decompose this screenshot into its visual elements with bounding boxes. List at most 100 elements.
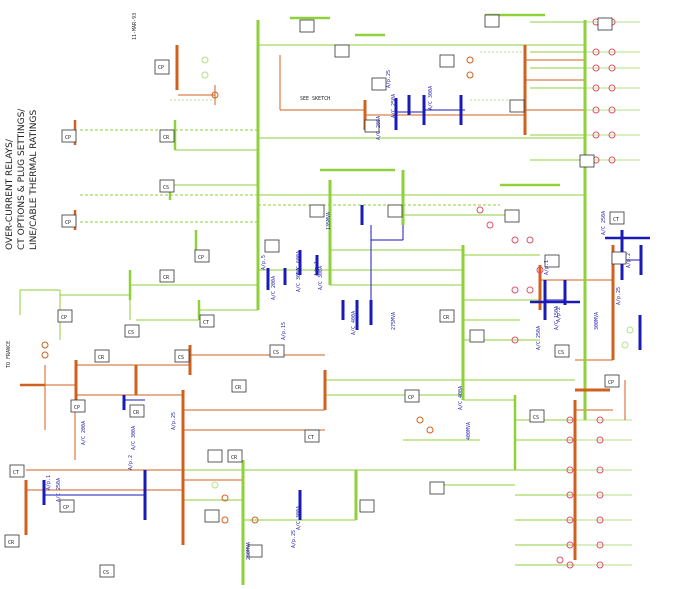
- diagram-label: A/p.15: [281, 322, 287, 340]
- transformer-symbol: [608, 106, 616, 114]
- station-box: [231, 379, 247, 393]
- transformer-symbol: [592, 64, 600, 72]
- station-box: [554, 344, 570, 358]
- notes-line-2: CT OPTIONS & PLUG SETTINGS/: [17, 108, 27, 250]
- diagram-label: CP: [158, 65, 164, 71]
- station-box: [94, 349, 110, 363]
- notes-line-3: LINE/CABLE THERMAL RATINGS: [29, 109, 39, 250]
- station-box: [159, 269, 175, 283]
- diagram-label: A/p.1: [46, 475, 52, 490]
- corner-label: 11-MAR-93: [132, 13, 138, 40]
- diagram-label: A/C 600A: [296, 251, 302, 275]
- transformer-symbol: [596, 436, 604, 444]
- transformer-symbol: [221, 516, 229, 524]
- diagram-label: CS: [178, 355, 184, 361]
- station-box: [57, 309, 73, 323]
- diagram-label: CR: [8, 540, 15, 546]
- diagram-label: A/p.25: [386, 70, 392, 88]
- transformer-symbol: [566, 416, 574, 424]
- diagram-label: 300MVA: [594, 312, 600, 330]
- diagram-label: A/p.25: [291, 530, 297, 548]
- station-box: [359, 499, 375, 513]
- transformer-symbol: [526, 286, 534, 294]
- station-box: [364, 119, 380, 133]
- station-box: [129, 404, 145, 418]
- diagram-label: CT: [613, 217, 619, 223]
- diagram-label: A/C 300A: [318, 266, 324, 290]
- transformer-symbol: [596, 516, 604, 524]
- station-box: [299, 19, 315, 33]
- transformer-symbol: [596, 491, 604, 499]
- transformer-symbol: [476, 206, 484, 214]
- connection-lines: [19, 21, 641, 585]
- diagram-label: CT: [203, 320, 209, 326]
- diagram-label: CS: [533, 415, 539, 421]
- transformer-symbol: [566, 436, 574, 444]
- transformer-symbol: [466, 56, 474, 64]
- station-box: [194, 249, 210, 263]
- transformer-symbol: [201, 71, 209, 79]
- station-box: [609, 211, 625, 225]
- transformer-symbol: [592, 84, 600, 92]
- diagram-label: CT: [13, 470, 19, 476]
- station-box: [70, 399, 86, 413]
- station-boxes: [4, 14, 627, 578]
- transformer-symbol: [511, 336, 519, 344]
- transformer-symbol: [251, 516, 259, 524]
- diagram-label: A/C 250A: [536, 326, 542, 350]
- diagram-label: CP: [608, 380, 614, 386]
- transformer-symbol: [566, 541, 574, 549]
- diagram-label: A/C 200A: [376, 116, 382, 140]
- station-box: [154, 59, 170, 75]
- diagram-label: A/p.1: [314, 261, 320, 276]
- station-box: [9, 464, 25, 478]
- diagram-label: A/C 200A: [81, 421, 87, 445]
- station-box: [304, 429, 320, 443]
- diagram-label: 400MVA: [466, 422, 472, 440]
- sketch-label: SEE SKETCH: [300, 96, 330, 102]
- diagram-label: CR: [443, 315, 450, 321]
- diagram-label: CS: [163, 185, 169, 191]
- transformer-symbol: [608, 131, 616, 139]
- transformer-symbol: [511, 236, 519, 244]
- side-label: TO FRANCE: [6, 341, 12, 368]
- diagram-label: CR: [163, 275, 170, 281]
- diagram-label: CR: [235, 385, 242, 391]
- diagram-label: CP: [63, 505, 69, 511]
- station-box: [59, 499, 75, 513]
- transformer-symbol: [536, 266, 544, 274]
- diagram-label: A/C 250A: [391, 94, 397, 118]
- transformer-symbol: [416, 416, 424, 424]
- transformer-symbol: [511, 286, 519, 294]
- diagram-label: 135MVA: [326, 212, 332, 230]
- station-box: [371, 77, 387, 91]
- diagram-label: A/C 200A: [271, 276, 277, 300]
- transformer-symbol: [626, 326, 634, 334]
- transformer-symbol: [201, 56, 209, 64]
- station-box: [227, 449, 243, 463]
- station-box: [387, 204, 403, 218]
- station-box: [269, 344, 285, 358]
- transformer-symbol: [566, 561, 574, 569]
- diagram-label: A/p.2: [128, 455, 134, 470]
- transformer-symbol: [596, 416, 604, 424]
- diagram-label: CR: [163, 135, 170, 141]
- transformer-symbol: [592, 131, 600, 139]
- diagram-label: CP: [61, 315, 67, 321]
- station-box: [439, 309, 455, 323]
- transformer-symbol: [596, 561, 604, 569]
- station-box: [484, 14, 500, 28]
- transformer-symbol: [556, 556, 564, 564]
- transformer-symbol: [221, 494, 229, 502]
- station-box: [404, 389, 420, 403]
- diagram-label: A/p.25: [616, 287, 622, 305]
- diagram-label: CP: [198, 255, 204, 261]
- station-box: [99, 564, 115, 578]
- transformer-symbols: [41, 18, 634, 569]
- station-box: [429, 481, 445, 495]
- transformer-symbol: [592, 106, 600, 114]
- transformer-symbol: [466, 71, 474, 79]
- station-box: [504, 209, 520, 223]
- station-box: [334, 44, 350, 58]
